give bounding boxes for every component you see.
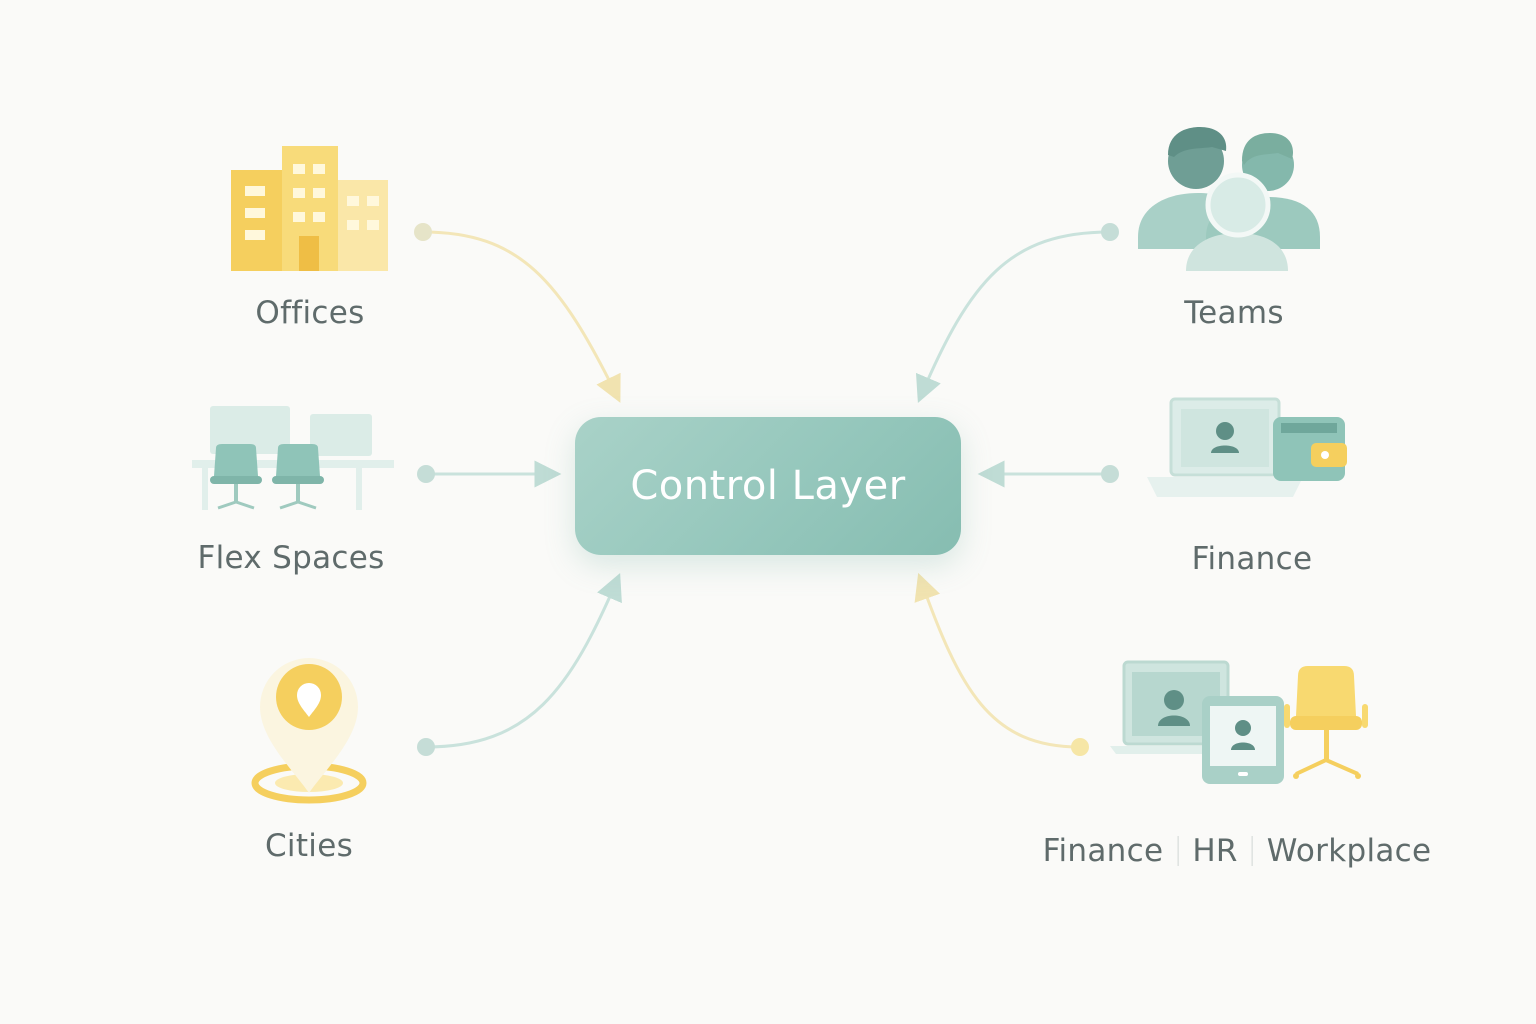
teams-label: Teams bbox=[1184, 295, 1284, 331]
people-icon bbox=[1138, 127, 1320, 271]
connector-offices bbox=[414, 223, 621, 403]
desks-chairs-icon bbox=[192, 406, 394, 510]
cities-label: Cities bbox=[264, 828, 354, 864]
buildings-icon bbox=[231, 146, 388, 271]
workplace-part-label: Workplace bbox=[1266, 833, 1432, 869]
connector-cities bbox=[417, 573, 622, 756]
control-layer-box[interactable]: Control Layer bbox=[575, 417, 961, 555]
offices-label: Offices bbox=[255, 295, 365, 331]
finance-part-label: Finance bbox=[1042, 833, 1164, 869]
flex-spaces-label: Flex Spaces bbox=[197, 540, 385, 576]
devices-chair-icon bbox=[1110, 660, 1368, 784]
laptop-wallet-icon bbox=[1147, 397, 1347, 497]
finance-label: Finance bbox=[1191, 541, 1313, 577]
connector-teams bbox=[916, 223, 1119, 403]
label-divider bbox=[1177, 836, 1179, 866]
connector-flex-spaces bbox=[417, 460, 562, 488]
connector-finance bbox=[977, 460, 1119, 488]
label-divider bbox=[1251, 836, 1253, 866]
finance-hr-workplace-label: Finance HR Workplace bbox=[1043, 833, 1432, 869]
map-pin-icon bbox=[251, 658, 367, 804]
connector-finance-hr-workplace bbox=[914, 572, 1089, 756]
control-layer-label: Control Layer bbox=[630, 463, 906, 509]
hr-part-label: HR bbox=[1192, 833, 1238, 869]
